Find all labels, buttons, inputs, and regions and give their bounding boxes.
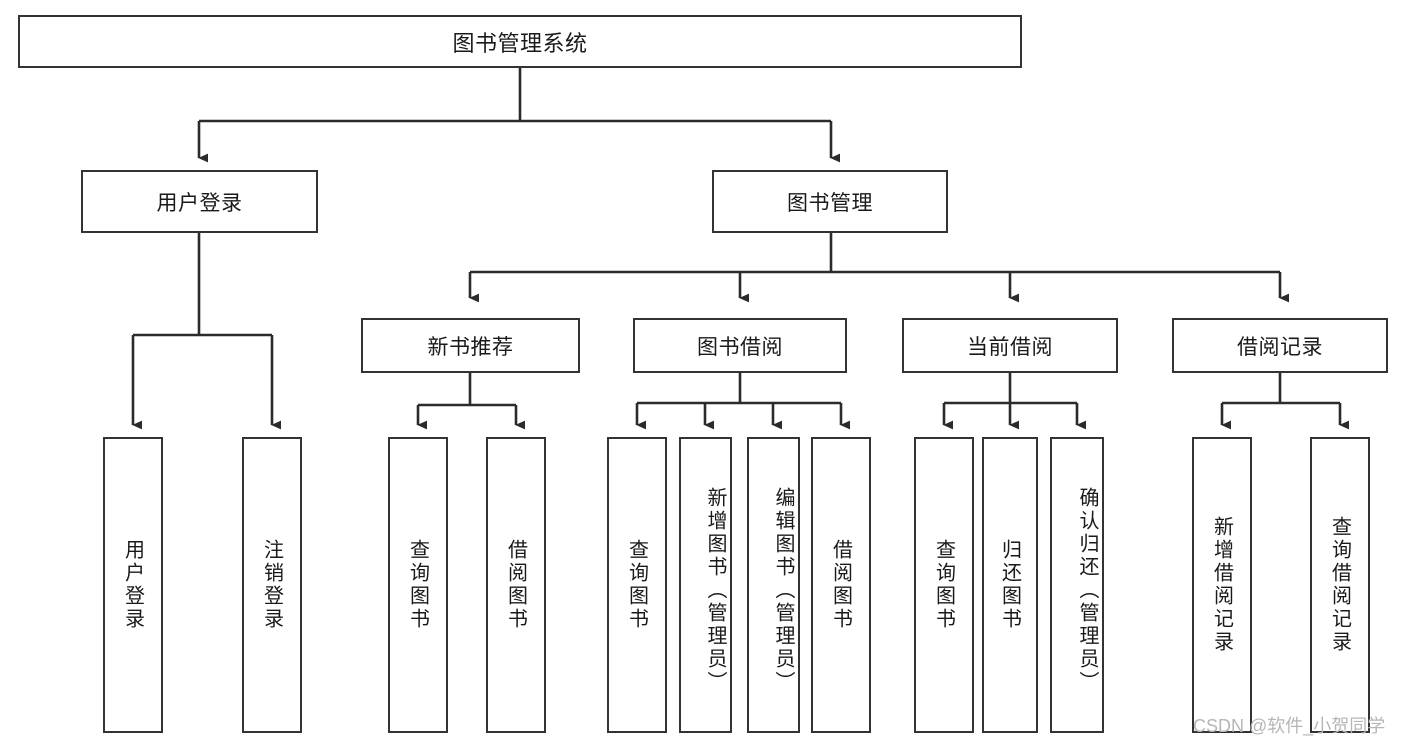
node-borrow-record-label: 借阅记录 [1237,335,1323,359]
node-leaf-label: 借阅图书 [829,539,852,631]
node-leaf-query-borrow-record[interactable]: 查询借阅记录 [1310,437,1370,733]
node-root-book-management-system[interactable]: 图书管理系统 [18,15,1022,68]
node-leaf-borrow-book-newbook[interactable]: 借阅图书 [486,437,546,733]
node-leaf-add-borrow-record[interactable]: 新增借阅记录 [1192,437,1252,733]
node-root-label: 图书管理系统 [452,30,588,56]
node-current-borrow[interactable]: 当前借阅 [902,318,1118,373]
node-leaf-label: 编辑图书（管理员） [772,486,794,694]
node-book-management[interactable]: 图书管理 [712,170,948,233]
node-book-borrow-label: 图书借阅 [697,335,783,359]
node-leaf-borrow-book-bookborrow[interactable]: 借阅图书 [811,437,871,733]
node-leaf-return-book[interactable]: 归还图书 [982,437,1038,733]
node-leaf-label: 查询借阅记录 [1328,516,1351,654]
node-leaf-label: 确认归还（管理员） [1076,486,1098,694]
node-leaf-query-book-newbook[interactable]: 查询图书 [388,437,448,733]
node-current-borrow-label: 当前借阅 [967,335,1053,359]
node-borrow-record[interactable]: 借阅记录 [1172,318,1388,373]
node-new-book-recommend-label: 新书推荐 [427,335,514,359]
node-leaf-user-login[interactable]: 用户登录 [103,437,163,733]
watermark-text: CSDN @软件_小贺同学 [1193,716,1386,736]
node-leaf-label: 查询图书 [406,539,429,631]
node-user-login-label: 用户登录 [156,191,243,215]
node-book-borrow[interactable]: 图书借阅 [633,318,847,373]
node-leaf-label: 新增图书（管理员） [704,486,726,694]
node-leaf-label: 查询图书 [932,539,955,631]
node-leaf-label: 注销登录 [260,539,283,631]
node-leaf-label: 归还图书 [998,539,1021,631]
node-leaf-label: 用户登录 [121,539,144,631]
node-leaf-query-book-currentborrow[interactable]: 查询图书 [914,437,974,733]
node-leaf-edit-book-admin[interactable]: 编辑图书（管理员） [747,437,800,733]
node-leaf-add-book-admin[interactable]: 新增图书（管理员） [679,437,732,733]
node-leaf-confirm-return-admin[interactable]: 确认归还（管理员） [1050,437,1104,733]
node-leaf-logout-login[interactable]: 注销登录 [242,437,302,733]
node-leaf-label: 查询图书 [625,539,648,631]
node-leaf-label: 新增借阅记录 [1210,516,1233,654]
node-user-login[interactable]: 用户登录 [81,170,318,233]
node-book-management-label: 图书管理 [787,191,873,215]
node-leaf-query-book-bookborrow[interactable]: 查询图书 [607,437,667,733]
node-leaf-label: 借阅图书 [504,539,527,631]
node-new-book-recommend[interactable]: 新书推荐 [361,318,580,373]
